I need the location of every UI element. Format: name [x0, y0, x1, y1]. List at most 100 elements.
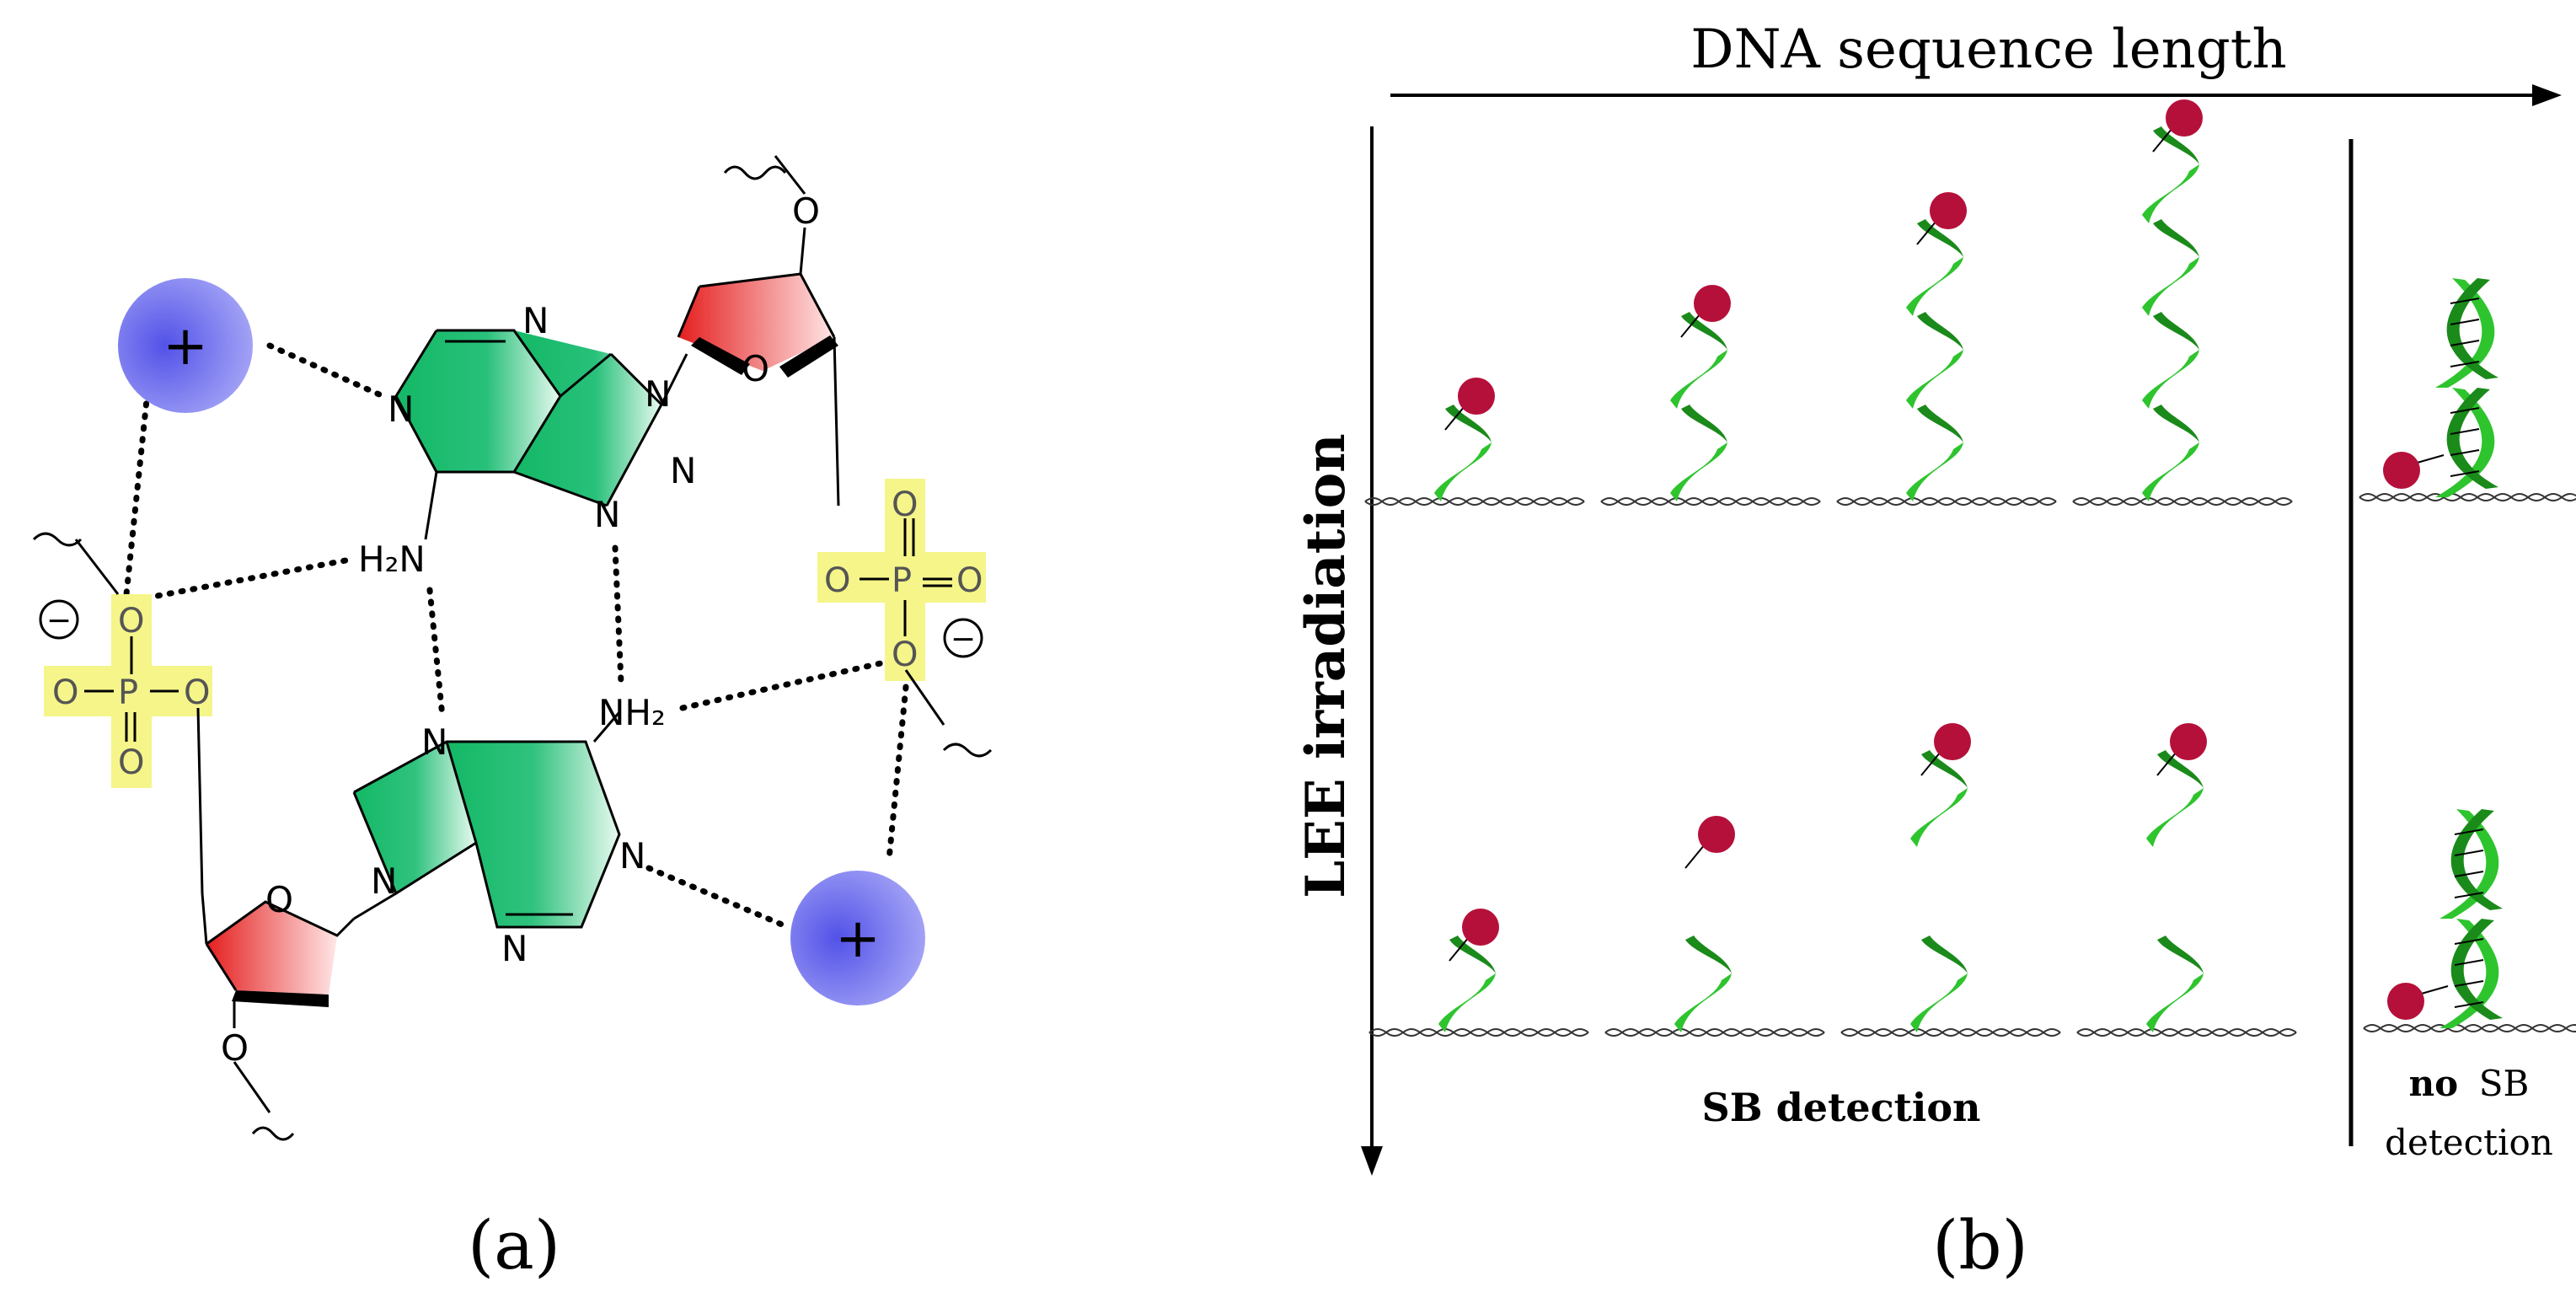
atom-n-low-top: N — [421, 721, 447, 763]
atom-n-low-left: N — [371, 861, 397, 902]
sugar-upper-bonds — [677, 155, 840, 507]
surface-bottom-1-b — [1368, 1031, 1589, 1037]
strand-bottom-3-linker — [1920, 751, 1941, 776]
surface-bottom-3-b — [1840, 1031, 2061, 1037]
cation-upper-label: + — [163, 315, 208, 378]
right-footer-line1: no SB — [2409, 1063, 2530, 1104]
duplex-bottom-strand-a-1 — [2439, 809, 2499, 919]
strand-top-4-turn-1-back — [2153, 312, 2199, 350]
duplex-top-rung-0-2 — [2450, 428, 2480, 435]
strand-top-3-turn-1-front — [1906, 350, 1963, 409]
hbond-n-cation2 — [645, 865, 791, 930]
strand-bottom-3-turn-2-front — [1910, 788, 1968, 847]
atom-o-pr-bottom: O — [892, 635, 918, 674]
strand-bottom-1-bead — [1462, 909, 1499, 946]
strand-bottom-2-linker — [1684, 844, 1706, 869]
strand-bottom-4-turn-0-back — [2157, 936, 2204, 973]
strand-bottom-3-turn-2-back — [1921, 750, 1968, 788]
purine-lower-ring5 — [354, 742, 476, 893]
duplex-top-rung-1-1 — [2450, 340, 2480, 346]
duplex-top-rung-0-3 — [2450, 407, 2480, 414]
hbond-cation1-n — [266, 342, 383, 398]
atom-p-right: P — [892, 561, 912, 600]
strand-bottom-1-linker — [1449, 936, 1470, 962]
strand-top-1-bead — [1458, 378, 1495, 415]
sugar-upper — [678, 274, 834, 371]
strand-bottom-3-turn-0-front — [1910, 973, 1968, 1032]
cation-lower-label: + — [835, 908, 881, 970]
duplex-top-rung-1-3 — [2450, 298, 2480, 304]
right-footer-sb: SB — [2479, 1063, 2530, 1104]
strand-top-3-bead — [1930, 192, 1967, 229]
surface-bottom-2-b — [1604, 1031, 1825, 1037]
strand-bottom-4-turn-2-back — [2157, 750, 2204, 788]
anion-right — [943, 618, 983, 658]
surface-top-3-b — [1836, 500, 2057, 506]
squiggle-left — [32, 532, 83, 547]
duplex-top-strand-b-0 — [2446, 388, 2498, 489]
duplex-top-bead — [2383, 452, 2420, 489]
strand-top-1-turn-0-back — [1445, 405, 1492, 442]
atom-n-lower: N — [594, 494, 620, 535]
duplex-bottom-surface-b — [2363, 1027, 2576, 1032]
duplex-bottom-rung-0-0 — [2454, 1001, 2484, 1008]
strand-bottom-2-turn-0-front — [1674, 973, 1732, 1032]
surface-top-2-b — [1600, 500, 1821, 506]
hbond-n-nh2 — [612, 544, 624, 686]
duplex-bottom-strand-a-0 — [2439, 919, 2499, 1028]
strand-bottom-2-bead — [1698, 816, 1735, 853]
strand-top-2-linker — [1680, 313, 1701, 338]
strand-top-2-turn-1-front — [1670, 350, 1727, 409]
purine-upper-ring6 — [396, 330, 560, 472]
strand-top-3-turn-2-back — [1917, 219, 1963, 257]
strand-bottom-4-turn-0-front — [2146, 973, 2204, 1032]
anion-left-label: − — [46, 603, 72, 638]
atom-n-top: N — [522, 300, 549, 341]
duplex-bottom-surface-a — [2363, 1024, 2576, 1030]
strand-bottom-1-turn-0-back — [1449, 936, 1496, 973]
sugar-upper-wedge — [691, 337, 750, 375]
hbond-h2n-n — [426, 587, 446, 720]
atom-o-pr-top: O — [892, 485, 918, 524]
duplex-bottom-rung-0-3 — [2454, 938, 2484, 945]
right-footer-no: no — [2409, 1063, 2459, 1104]
surface-top-2-a — [1600, 497, 1821, 503]
strand-top-3-turn-0-front — [1906, 442, 1963, 501]
panel-a: + + N N N N N H₂N — [32, 155, 993, 1284]
x-axis-arrowhead — [2532, 84, 2562, 106]
anion-right-label: − — [951, 622, 976, 657]
strand-bottom-4-linker — [2156, 751, 2177, 776]
strand-top-3-turn-1-back — [1917, 312, 1963, 350]
squiggle-top — [723, 165, 787, 180]
strand-bottom-2-turn-0-back — [1685, 936, 1732, 973]
atom-o-pr-right: O — [956, 561, 983, 600]
duplex-bottom-rung-0-2 — [2454, 959, 2484, 966]
purine-upper-bonds — [394, 329, 688, 540]
cation-upper — [118, 278, 253, 413]
strand-bottom-4-bead — [2170, 723, 2207, 760]
duplex-bottom-rung-1-2 — [2454, 850, 2484, 856]
strand-top-4-turn-2-back — [2153, 219, 2199, 257]
atom-o-pl-right: O — [184, 673, 210, 712]
anion-left — [39, 599, 79, 640]
strand-bottom-3-turn-0-back — [1921, 936, 1968, 973]
strand-top-1-turn-0-front — [1434, 442, 1492, 501]
duplex-top-linker — [2413, 454, 2445, 464]
surface-top-4-b — [2072, 500, 2293, 506]
atom-o-pl-left: O — [52, 673, 78, 712]
duplex-bottom-strand-b-0 — [2450, 919, 2503, 1020]
surface-top-1-a — [1364, 497, 1585, 503]
sugar-upper-wedge2 — [779, 335, 838, 378]
duplex-top-surface-a — [2359, 493, 2576, 499]
atom-o-sugar-lower-bottom: O — [221, 1027, 249, 1069]
atom-n-low-bottom: N — [501, 928, 528, 969]
duplex-bottom-linker — [2418, 985, 2449, 995]
atom-n-left: N — [388, 389, 414, 430]
atom-n-right: N — [670, 450, 696, 491]
atom-nh2: NH₂ — [598, 692, 666, 733]
atom-o-pl-bottom: O — [118, 743, 144, 782]
atom-o-pr-left: O — [824, 561, 850, 600]
duplex-bottom-rung-1-0 — [2454, 892, 2484, 898]
cation-lower — [790, 871, 925, 1005]
